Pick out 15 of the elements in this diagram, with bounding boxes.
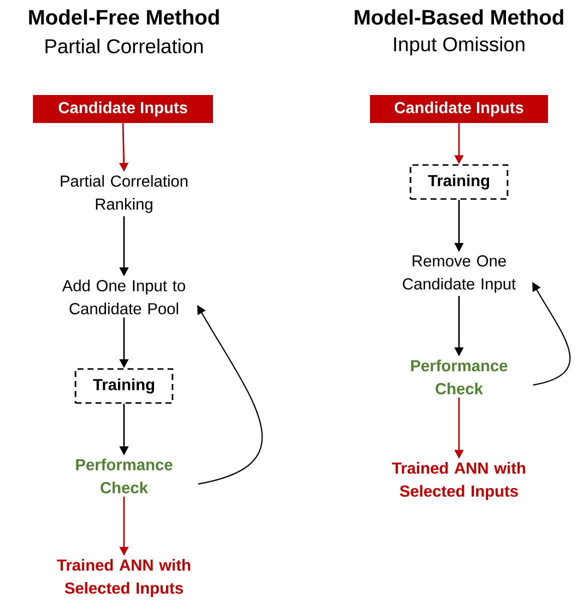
heading: Input Omission [394, 36, 524, 56]
check-text: Performance Check [411, 360, 508, 394]
result-text: Trained ANN with Selected Inputs [57, 559, 190, 597]
result-text: Trained ANN with Selected Inputs [392, 462, 526, 500]
input-box: Candidate Inputs [33, 95, 213, 123]
heading: Model-Free Method [29, 9, 219, 25]
heading: Partial Correlation [46, 38, 203, 54]
training-box: Training [74, 368, 174, 404]
check-text: Performance Check [76, 458, 172, 494]
input-box: Candidate Inputs [370, 95, 548, 123]
training-box: Training [410, 164, 508, 200]
step-text: Add One Input to Candidate Pool [62, 280, 186, 314]
step-text: Remove One Candidate Input [402, 255, 516, 293]
step-text: Partial Correlation Ranking [60, 175, 188, 213]
heading: Model-Based Method [354, 9, 564, 25]
